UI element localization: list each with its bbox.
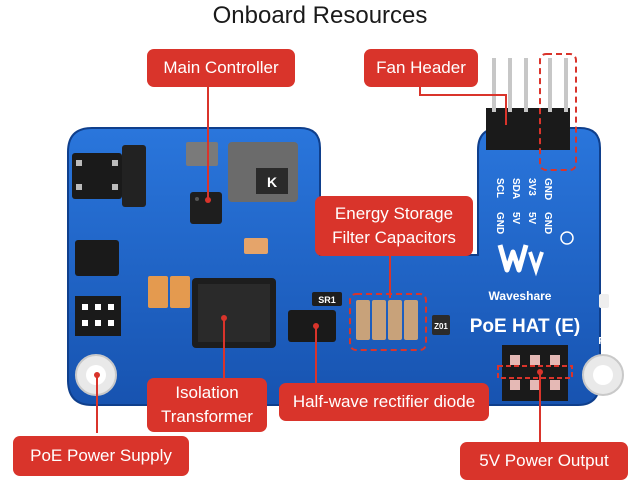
ic-top-left xyxy=(72,153,122,199)
fan-header xyxy=(486,53,577,171)
callout-dots xyxy=(94,197,543,378)
isolation-transformer xyxy=(192,278,276,348)
callout-poe-supply-text: PoE Power Supply xyxy=(30,446,172,465)
poe-input-header xyxy=(75,296,121,336)
chip-r01-label: Z01 xyxy=(434,322,448,331)
energy-storage-capacitors xyxy=(349,293,427,351)
pwr-label: PWR xyxy=(598,336,622,347)
chip-r01 xyxy=(432,315,450,335)
callout-fan-header-text: Fan Header xyxy=(376,58,466,77)
ic-mid-left xyxy=(75,240,119,276)
pin-label-5v-1: 5V xyxy=(510,212,521,225)
callout-main-controller: Main Controller xyxy=(147,49,295,87)
capacitor-left-2 xyxy=(170,276,190,308)
chip-sr1-label: SR1 xyxy=(318,295,336,305)
callout-poe-power-supply: PoE Power Supply xyxy=(13,436,189,476)
callout-energy-storage: Energy Storage Filter Capacitors xyxy=(315,196,473,256)
waveshare-logo xyxy=(497,231,574,277)
brand-label: Waveshare xyxy=(489,289,552,303)
callout-5v-power-output: 5V Power Output xyxy=(460,442,628,480)
callout-isolation-line1: Isolation xyxy=(175,383,239,402)
callout-energy-storage-line2: Filter Capacitors xyxy=(332,228,456,247)
chip-sr1 xyxy=(312,292,342,306)
chip-k-label: K xyxy=(267,174,277,190)
pin-label-gnd-1: GND xyxy=(542,178,553,200)
pin-label-5v-2: 5V xyxy=(526,212,537,225)
callout-main-controller-text: Main Controller xyxy=(163,58,279,77)
callout-power-output-text: 5V Power Output xyxy=(479,451,609,470)
callout-fan-header: Fan Header xyxy=(364,49,478,87)
main-controller-chip xyxy=(190,192,222,224)
inductor-top xyxy=(186,142,218,166)
capacitor-left-1 xyxy=(148,276,168,308)
power-output-header xyxy=(497,345,573,401)
mounting-hole-right xyxy=(582,354,624,396)
callout-isolation-line2: Transformer xyxy=(161,407,253,426)
pin-label-3v3: 3V3 xyxy=(526,178,537,196)
pin-label-gnd-3: GND xyxy=(542,212,553,234)
k-chip: K xyxy=(228,142,298,202)
pin-label-gnd-2: GND xyxy=(494,212,505,234)
rectifier-diode xyxy=(288,310,336,342)
ic-small xyxy=(122,145,146,207)
diagram-title: Onboard Resources xyxy=(212,2,428,29)
callout-energy-storage-line1: Energy Storage xyxy=(334,204,454,223)
pwr-led xyxy=(599,294,609,308)
callout-rectifier-text: Half-wave rectifier diode xyxy=(292,392,476,411)
callout-isolation-transformer: Isolation Transformer xyxy=(147,378,267,432)
pin-label-sda: SDA xyxy=(510,178,521,199)
capacitor-mid xyxy=(244,238,268,254)
model-label: PoE HAT (E) xyxy=(470,316,580,337)
pin-label-scl: SCL xyxy=(494,178,505,198)
pin-labels: SCL SDA 3V3 GND GND 5V 5V GND xyxy=(494,178,553,234)
callout-rectifier-diode: Half-wave rectifier diode xyxy=(279,383,489,421)
